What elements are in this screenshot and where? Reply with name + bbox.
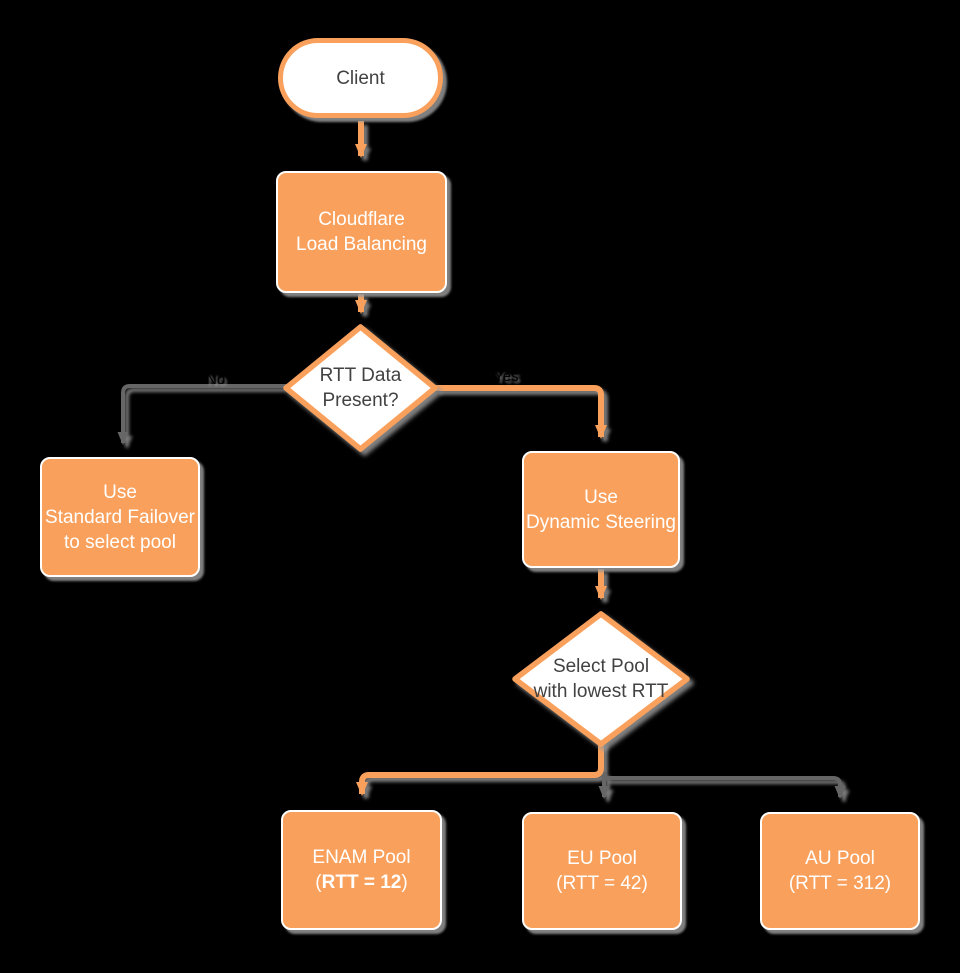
- enam-rtt-value-bold: RTT = 12: [321, 872, 402, 893]
- load-balancer-label-line1: Cloudflare: [318, 209, 405, 230]
- enam-rtt-close-paren: ): [401, 872, 408, 893]
- rtt-decision-label-line2: Present?: [322, 390, 399, 411]
- standard-failover-node: Use Standard Failover to select pool: [40, 457, 200, 577]
- dynamic-steering-node: Use Dynamic Steering: [522, 451, 680, 568]
- load-balancer-node: Cloudflare Load Balancing: [276, 171, 447, 293]
- rtt-decision-diamond: [283, 324, 438, 452]
- load-balancer-label-line2: Load Balancing: [296, 234, 427, 255]
- rtt-decision-label-line1: RTT Data: [319, 365, 402, 386]
- select-pool-label-line1: Select Pool: [552, 656, 650, 677]
- au-pool-rtt-line: (RTT = 312): [788, 873, 892, 894]
- edge-label-no: No: [206, 371, 226, 388]
- select-pool-label: Select Pool with lowest RTT: [519, 617, 683, 741]
- au-pool-node: AU Pool (RTT = 312): [760, 812, 920, 930]
- rtt-decision-label: RTT Data Present?: [290, 330, 431, 446]
- select-pool-label-line2: with lowest RTT: [533, 681, 669, 702]
- edge-yes-to-dynamic-steering: [435, 385, 607, 439]
- select-pool-diamond: [512, 611, 690, 747]
- eu-pool-node: EU Pool (RTT = 42): [522, 812, 682, 930]
- dynamic-steering-label-line2: Dynamic Steering: [526, 511, 676, 533]
- client-node: Client: [278, 38, 443, 118]
- enam-pool-rtt-line: (RTT = 12): [315, 870, 407, 895]
- enam-pool-node: ENAM Pool (RTT = 12): [281, 810, 442, 930]
- standard-failover-label-line2: Standard Failover: [45, 506, 195, 528]
- eu-pool-rtt-line: (RTT = 42): [556, 873, 648, 894]
- eu-pool-label-line1: EU Pool: [567, 848, 637, 869]
- edge-label-yes: Yes: [494, 368, 519, 385]
- edge-no-to-standard-failover: [117, 384, 286, 445]
- dynamic-steering-label-line1: Use: [584, 486, 618, 508]
- au-pool-label-line1: AU Pool: [805, 848, 875, 869]
- standard-failover-label-line1: Use: [103, 481, 137, 503]
- enam-pool-label-line1: ENAM Pool: [312, 847, 411, 868]
- edge-select-to-au-pool: [604, 776, 846, 799]
- standard-failover-label-line3: to select pool: [64, 531, 176, 553]
- edge-select-to-enam-pool: [356, 741, 604, 796]
- enam-rtt-open-paren: (: [315, 872, 322, 893]
- client-label: Client: [336, 67, 385, 89]
